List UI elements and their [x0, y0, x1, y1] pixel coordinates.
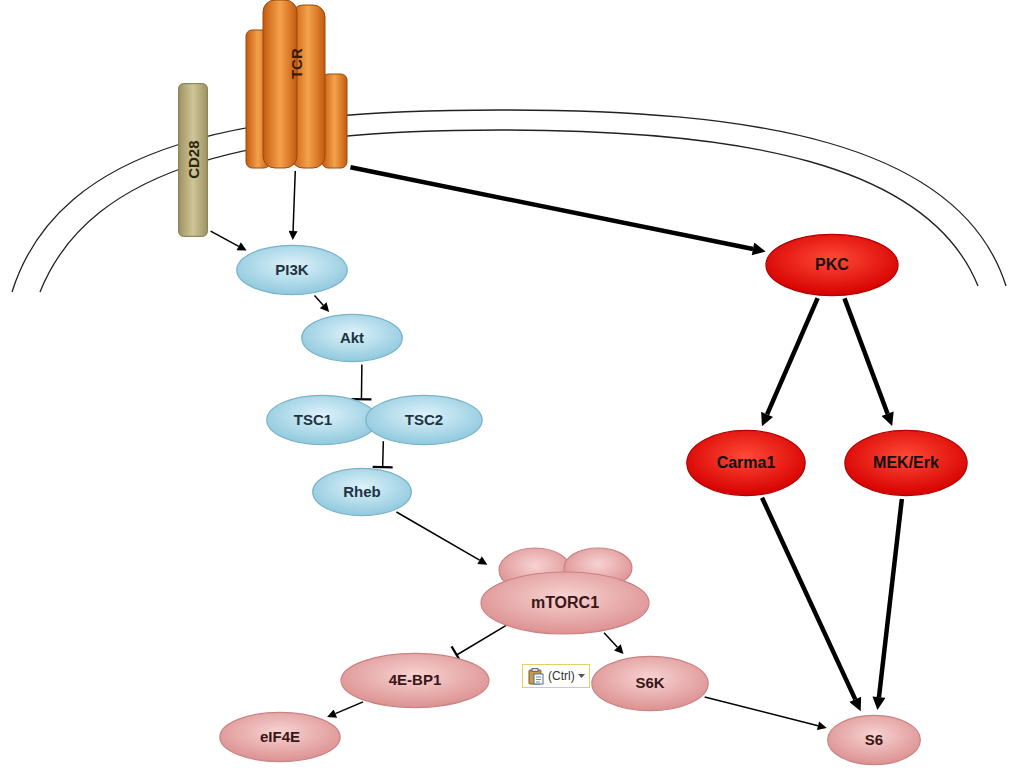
node-label: S6K [635, 674, 664, 691]
activation-arrow [350, 167, 753, 249]
inhibition-line [361, 365, 363, 400]
paste-options-tag: (Ctrl) [522, 664, 590, 688]
node-label: S6 [865, 731, 883, 748]
activation-arrow [705, 697, 818, 726]
receptor-bar: CD28 [178, 83, 208, 237]
node-label: TCR [287, 49, 304, 80]
cloud-outline [480, 545, 650, 635]
activation-arrow [604, 633, 617, 648]
receptor-complex: TCR [245, 0, 348, 168]
tcr-outline [245, 0, 348, 168]
inhibition-line [457, 625, 507, 655]
signaling-node: PKC [765, 234, 899, 296]
activation-arrow [211, 231, 239, 246]
node-label: PI3K [275, 261, 308, 278]
activation-arrow [762, 498, 855, 700]
node-label: CD28 [184, 141, 201, 179]
node-label: eIF4E [260, 728, 300, 745]
inhibition-line [382, 441, 384, 467]
node-label: Rheb [343, 483, 381, 500]
signaling-node: Rheb [312, 468, 412, 516]
activation-arrow [315, 296, 324, 306]
clipboard-icon [527, 667, 545, 685]
signaling-node: TSC2 [365, 395, 483, 445]
dropdown-caret [578, 673, 585, 679]
activation-arrow [767, 298, 817, 414]
activation-arrow [879, 499, 902, 697]
complex-node: mTORC1 [480, 545, 650, 635]
node-label: Carma1 [717, 454, 776, 472]
signaling-node: Akt [301, 314, 403, 362]
node-label: TSC1 [294, 411, 332, 428]
signaling-node: MEK/Erk [844, 430, 968, 496]
signaling-node: eIF4E [219, 712, 341, 762]
node-label: PKC [815, 256, 849, 274]
activation-arrow [335, 702, 363, 714]
node-label: TSC2 [405, 411, 443, 428]
activation-arrow [396, 512, 479, 560]
paste-tag-text: (Ctrl) [548, 669, 575, 683]
signaling-node: S6 [827, 715, 921, 765]
node-label: mTORC1 [531, 594, 599, 612]
signaling-node: Carma1 [686, 430, 806, 496]
activation-arrow [844, 298, 887, 413]
node-label: 4E-BP1 [389, 671, 442, 688]
signaling-node: 4E-BP1 [340, 653, 490, 708]
signaling-node: TSC1 [266, 395, 378, 445]
node-label: Akt [340, 329, 364, 346]
activation-arrow [293, 171, 295, 231]
signaling-node: PI3K [236, 245, 348, 295]
signaling-node: S6K [591, 656, 709, 711]
node-label: MEK/Erk [873, 454, 939, 472]
